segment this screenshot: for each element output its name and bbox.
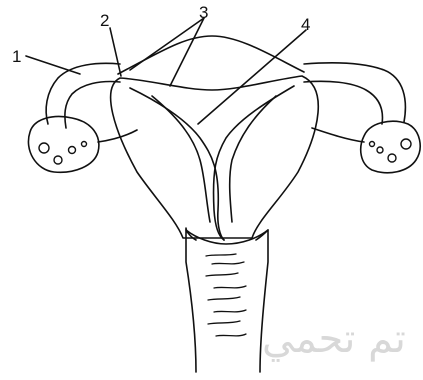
leader-line-3a (130, 18, 204, 70)
vaginal-rugae (206, 254, 246, 336)
left-ovary (28, 117, 98, 173)
label-2: 2 (100, 11, 109, 30)
vagina-left-wall (186, 228, 196, 372)
right-ovarian-ligament (312, 128, 364, 142)
right-ovary-follicles (370, 139, 412, 162)
left-ovary-follicles (39, 142, 87, 165)
uterine-cavity-inner-right (230, 96, 276, 222)
cervix-top (186, 230, 268, 244)
right-ovary (361, 121, 420, 172)
watermark-text: تم تحمي (262, 316, 406, 362)
left-fallopian-tube-outer (46, 63, 120, 124)
label-1: 1 (12, 47, 21, 66)
leader-line-1 (26, 56, 80, 74)
leader-line-2 (110, 28, 121, 76)
right-fallopian-tube-outer (304, 63, 405, 122)
label-3: 3 (199, 3, 208, 22)
leader-line-3b (170, 18, 204, 86)
leader-line-4 (198, 30, 306, 124)
label-4: 4 (301, 15, 310, 34)
right-fallopian-tube-inner (304, 81, 382, 124)
uterine-cavity-right (214, 86, 295, 240)
